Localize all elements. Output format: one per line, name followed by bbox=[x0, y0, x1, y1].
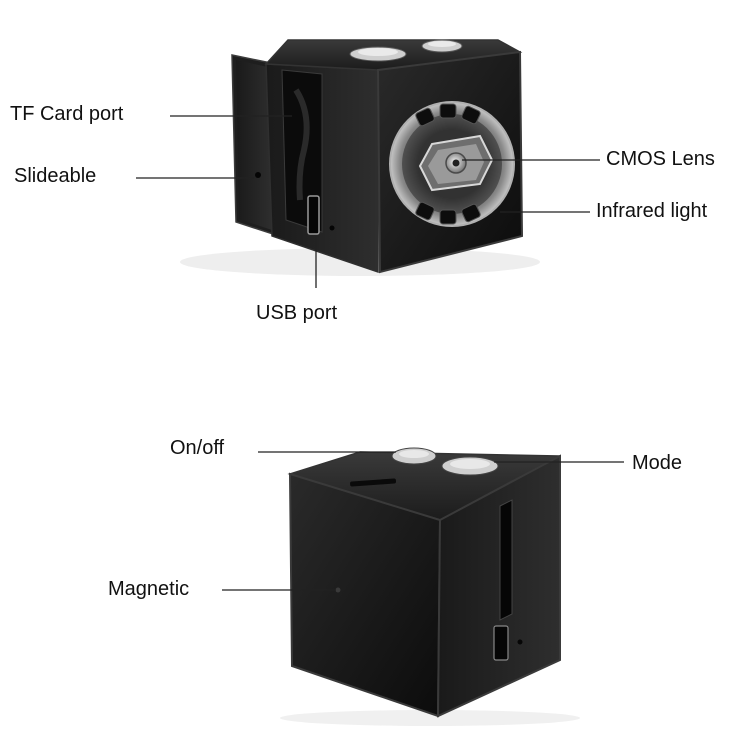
label-usb-port: USB port bbox=[256, 303, 337, 323]
tf-card-slot-back bbox=[500, 500, 512, 620]
mode-button bbox=[442, 457, 498, 475]
label-slideable: Slideable bbox=[14, 166, 96, 186]
usb-port-back bbox=[494, 626, 508, 660]
label-tf-card-port: TF Card port bbox=[10, 104, 123, 124]
lens-assembly bbox=[390, 102, 514, 226]
on-off-button bbox=[392, 448, 436, 464]
label-cmos-lens: CMOS Lens bbox=[606, 149, 715, 169]
label-on-off: On/off bbox=[170, 438, 224, 458]
camera-back-view bbox=[280, 448, 580, 726]
label-mode: Mode bbox=[632, 453, 682, 473]
label-magnetic: Magnetic bbox=[108, 579, 189, 599]
label-infrared-light: Infrared light bbox=[596, 201, 707, 221]
camera-front-view bbox=[180, 40, 540, 276]
